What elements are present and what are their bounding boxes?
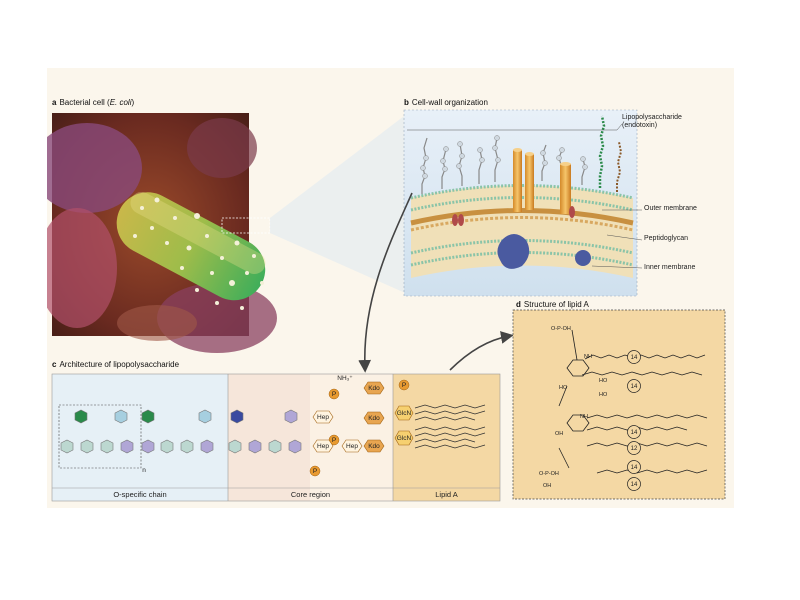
nh3-label: NH₃⁺ xyxy=(337,375,353,382)
oh-label-left: OH xyxy=(555,431,563,437)
zoom-projection xyxy=(270,110,412,296)
kdo-label-1: Kdo xyxy=(368,385,380,392)
ho-label-chain: HO xyxy=(599,378,608,384)
kdo-label-3: Kdo xyxy=(368,443,380,450)
phosphate-label-1: P xyxy=(332,391,336,398)
chain-length-3: 14 xyxy=(631,430,638,436)
phosphate-label-4: P xyxy=(402,382,406,389)
ho-label-top: HO xyxy=(559,385,568,391)
glcn-label-1: GlcN xyxy=(397,410,412,417)
micrograph-ecoli xyxy=(47,113,277,353)
chain-length-2: 14 xyxy=(631,384,638,390)
chain-length-1: 14 xyxy=(631,355,638,361)
inner-membrane-callout: Inner membrane xyxy=(644,264,696,271)
arrow-to-panel-c xyxy=(358,192,413,373)
phosphate-label-3: P xyxy=(313,468,317,475)
peptidoglycan-callout: Peptidoglycan xyxy=(644,235,688,242)
lipid-a-structure xyxy=(512,309,726,500)
section-o-specific-chain: O-specific chain xyxy=(113,490,167,499)
lps-architecture xyxy=(51,373,501,502)
ho-label-chain-2: HO xyxy=(599,392,608,398)
hep-label-1: Hep xyxy=(317,414,329,421)
section-lipid-a: Lipid A xyxy=(435,490,458,499)
phosphate-top-label: O-P-OH xyxy=(551,326,571,332)
cell-wall-diagram xyxy=(403,109,643,297)
repeat-n-label: n xyxy=(142,467,146,474)
outer-membrane-callout: Outer membrane xyxy=(644,205,697,212)
hep-label-2: Hep xyxy=(317,443,329,450)
phosphate-label-2: P xyxy=(332,437,336,444)
nh-label-bottom: NH xyxy=(580,414,588,420)
hep-label-3: Hep xyxy=(346,443,358,450)
chain-length-6: 14 xyxy=(631,482,638,488)
lps-callout: Lipopolysaccharide (endotoxin) xyxy=(622,114,682,129)
chain-length-4: 12 xyxy=(631,446,638,452)
phosphate-bottom-label: O-P-OH xyxy=(539,471,559,477)
section-core-region: Core region xyxy=(290,490,331,499)
kdo-label-2: Kdo xyxy=(368,415,380,422)
arrow-to-panel-d xyxy=(449,331,514,371)
figure-graphics: 14 14 14 12 14 14 O-P-OH NH NH HO OH HO … xyxy=(47,109,726,502)
oh-label-bottom: OH xyxy=(543,483,551,489)
nh-label-top: NH xyxy=(584,354,592,360)
chain-length-5: 14 xyxy=(631,465,638,471)
glcn-label-2: GlcN xyxy=(397,435,412,442)
